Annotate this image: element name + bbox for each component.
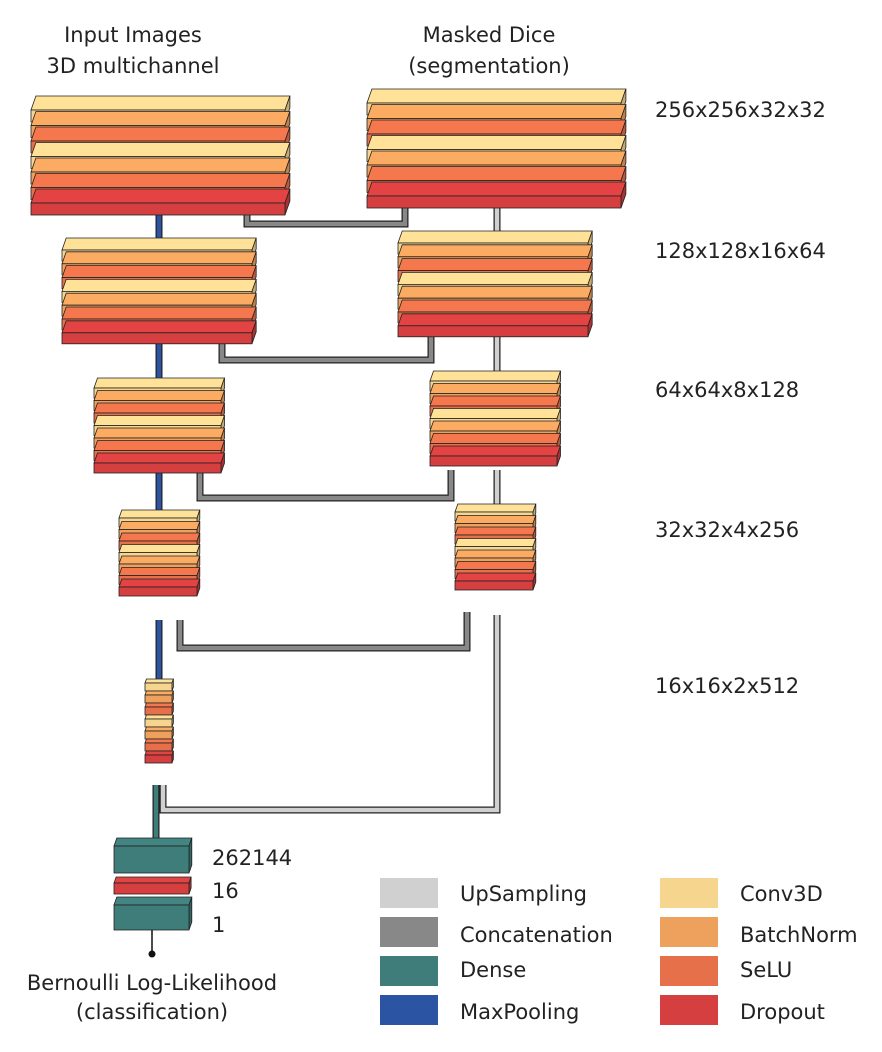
legend-swatch-upsampling	[380, 878, 438, 908]
legend-label: SeLU	[740, 958, 792, 982]
level-label: 32x32x4x256	[655, 518, 799, 542]
concatenation-link-fill	[219, 332, 434, 363]
encoder-stack-level-4	[118, 509, 201, 597]
legend-label: Dense	[460, 958, 526, 982]
level-label: 16x16x2x512	[655, 674, 799, 698]
concatenation-link-fill	[177, 612, 470, 651]
layer-stacks	[30, 88, 627, 764]
layer-dropout	[61, 320, 257, 345]
encoder-stack-level-5	[144, 678, 174, 764]
encoder-title-line2: 3D multichannel	[47, 54, 220, 78]
output-node	[148, 950, 156, 958]
decoder-stack-level-2	[397, 230, 593, 338]
upsampling-link-fill	[160, 615, 500, 813]
layer-conv3d	[144, 678, 174, 692]
legend-swatch-dropout	[660, 995, 718, 1025]
layer-selu	[144, 738, 174, 752]
layer-dropout	[429, 445, 562, 467]
legend-swatch-conv3d	[660, 878, 718, 908]
legend-label: BatchNorm	[740, 923, 858, 947]
decoder-stack-level-4	[454, 503, 537, 591]
dense-layer-262144	[113, 837, 193, 874]
connections	[152, 200, 501, 845]
legend-swatch-batchnorm	[660, 917, 718, 947]
legend-label: UpSampling	[460, 882, 587, 906]
dense-head	[113, 837, 193, 931]
dense-layer-label: 262144	[212, 846, 292, 870]
encoder-stack-level-3	[93, 377, 226, 474]
concatenation-link	[196, 470, 455, 502]
encoder-stack-level-2	[61, 237, 257, 345]
level-label: 64x64x8x128	[655, 378, 799, 402]
layer-selu	[144, 702, 174, 716]
layer-dropout	[144, 750, 174, 764]
legend-swatch-dense	[380, 956, 438, 986]
decoder-stack-level-1	[366, 88, 627, 209]
legend-swatch-concatenation	[380, 917, 438, 947]
dense-layer-label: 16	[212, 879, 239, 903]
upsampling-link	[159, 615, 501, 814]
legend-label: Conv3D	[740, 882, 823, 906]
legend-label: Dropout	[740, 1000, 825, 1024]
legend: UpSampling Concatenation Dense MaxPoolin…	[380, 878, 858, 1025]
layer-batchnorm	[144, 690, 174, 704]
legend-swatch-selu	[660, 956, 718, 986]
concatenation-link	[176, 612, 471, 652]
encoder-title-line1: Input Images	[64, 23, 202, 47]
classifier-title-line1: Bernoulli Log-Likelihood	[27, 971, 277, 995]
legend-label: Concatenation	[460, 923, 613, 947]
layer-dropout	[30, 188, 291, 216]
dropout-layer-16	[113, 876, 192, 895]
encoder-stack-level-1	[30, 95, 291, 216]
decoder-title-line1: Masked Dice	[423, 23, 556, 47]
level-label: 256x256x32x32	[655, 98, 826, 122]
dense-layer-1	[113, 896, 193, 931]
layer-dropout	[366, 181, 627, 209]
dense-layer-label: 1	[212, 913, 225, 937]
legend-label: MaxPooling	[460, 1000, 579, 1024]
level-label: 128x128x16x64	[655, 239, 826, 263]
layer-batchnorm	[144, 726, 174, 740]
layer-dropout	[454, 572, 537, 591]
concatenation-link-fill	[197, 470, 454, 501]
layer-dropout	[93, 452, 226, 474]
legend-swatch-maxpooling	[380, 995, 438, 1025]
layer-dropout	[118, 578, 201, 597]
classifier-title-line2: (classification)	[76, 1000, 228, 1024]
decoder-title-line2: (segmentation)	[408, 54, 570, 78]
decoder-stack-level-3	[429, 370, 562, 467]
layer-conv3d	[144, 714, 174, 728]
layer-dropout	[397, 313, 593, 338]
